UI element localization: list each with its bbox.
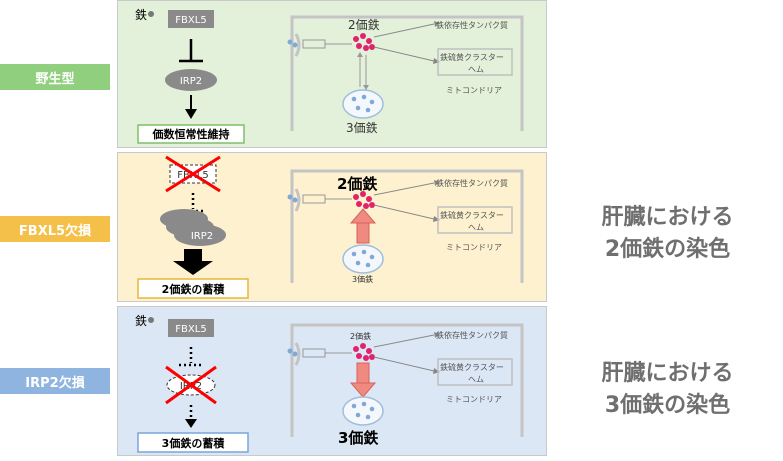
- red-down-arrow-head: [349, 382, 377, 398]
- mitochondria-box: [437, 48, 513, 76]
- ferric-iron-dots: [351, 249, 375, 268]
- transporter-cup: [294, 33, 301, 57]
- label-irp2-deficient: IRP2欠損: [0, 368, 110, 394]
- arrow-head: [185, 109, 197, 119]
- label-wildtype: 野生型: [0, 64, 110, 90]
- red-up-arrow-head: [349, 208, 377, 224]
- caption-ferric-line1: 肝臓における: [601, 361, 734, 386]
- fbxl5-label: FBXL5: [175, 324, 206, 335]
- ferrous-iron-cluster: [353, 191, 375, 209]
- result-label: 価数恒常性維持: [152, 127, 230, 141]
- wildtype-diagram: 鉄 FBXL5 IRP2 価数恒常性維持 2価鉄: [135, 7, 524, 144]
- cell-outline: [290, 323, 524, 437]
- target-label-1: 鉄依存性タンパク質: [436, 178, 508, 188]
- fbxl5-box: [168, 319, 214, 337]
- irp2-stack: [174, 224, 226, 246]
- target-label-1: 鉄依存性タンパク質: [436, 330, 508, 340]
- target-label-2b: ヘム: [468, 65, 484, 74]
- big-arrow-head: [173, 261, 213, 275]
- result-box: [137, 124, 245, 144]
- ferric-label: 3価鉄: [346, 120, 378, 135]
- arrow-head: [185, 419, 197, 428]
- ferric-label-bold: 3価鉄: [338, 429, 378, 447]
- label-fbxl5-deficient: FBXL5欠損: [0, 216, 110, 242]
- cross-line-b: [165, 365, 217, 405]
- mitochondria-label: ミトコンドリア: [446, 243, 502, 252]
- caption-ferrous-line2: 2価鉄の染色: [604, 237, 731, 262]
- target-label-2a: 鉄硫黄クラスター: [440, 52, 504, 62]
- transporter-channel: [302, 39, 326, 49]
- irp2-label: IRP2: [180, 76, 202, 87]
- panel-fbxl5-deficient: FBXL5 IRP2 2価鉄の蓄積 2価鉄 鉄依存性タンパ: [117, 152, 547, 302]
- irp2-deficient-diagram: 鉄 FBXL5 IRP2 3価鉄の蓄積 2価鉄 鉄: [135, 313, 524, 453]
- panel-wildtype: 鉄 FBXL5 IRP2 価数恒常性維持 2価鉄: [117, 0, 547, 148]
- panel-irp2-deficient: 鉄 FBXL5 IRP2 3価鉄の蓄積 2価鉄 鉄: [117, 306, 547, 456]
- iron-dot: [148, 317, 154, 323]
- mitochondria-box: [437, 358, 513, 386]
- irp2-ellipse: [165, 69, 217, 91]
- ferrous-iron-cluster: [353, 33, 375, 51]
- ferric-store: [342, 396, 384, 426]
- target-label-2a: 鉄硫黄クラスター: [440, 362, 504, 372]
- result-box: [137, 278, 249, 299]
- target-label-2a: 鉄硫黄クラスター: [440, 210, 504, 220]
- transporter-channel: [302, 348, 326, 358]
- ferrous-label-small: 2価鉄: [350, 331, 371, 341]
- big-arrow-shaft: [184, 249, 202, 263]
- cell-outline: [290, 15, 524, 131]
- transporter-channel: [302, 194, 326, 204]
- ferric-store: [342, 244, 384, 274]
- target-label-2b: ヘム: [468, 375, 484, 384]
- ferric-iron-dots: [351, 401, 375, 420]
- mitochondria-label: ミトコンドリア: [446, 395, 502, 404]
- transporter-cup: [294, 188, 301, 212]
- ferric-label-small: 3価鉄: [352, 274, 373, 284]
- target-label-2b: ヘム: [468, 223, 484, 232]
- caption-ferrous-line1: 肝臓における: [601, 205, 734, 230]
- fbxl5-deficient-diagram: FBXL5 IRP2 2価鉄の蓄積 2価鉄 鉄依存性タンパ: [137, 155, 524, 299]
- irp2-label: IRP2: [191, 231, 213, 242]
- target-label-1: 鉄依存性タンパク質: [436, 20, 508, 30]
- red-down-arrow-shaft: [356, 362, 370, 386]
- caption-ferric-staining: 肝臓における 3価鉄の染色: [560, 358, 775, 422]
- mitochondria-box: [437, 206, 513, 234]
- cell-outline: [290, 169, 524, 283]
- fbxl5-box: [168, 10, 214, 28]
- ferrous-label: 2価鉄: [348, 17, 380, 32]
- ferrous-label-bold: 2価鉄: [337, 175, 377, 193]
- result-box: [137, 432, 249, 453]
- iron-dot: [148, 11, 154, 17]
- ferrous-iron-cluster: [353, 343, 375, 361]
- caption-ferric-line2: 3価鉄の染色: [604, 393, 731, 418]
- cross-line-b: [165, 155, 221, 193]
- result-label: 2価鉄の蓄積: [162, 282, 226, 296]
- result-label: 3価鉄の蓄積: [162, 436, 226, 450]
- transporter-cup: [294, 342, 301, 366]
- iron-label: 鉄: [135, 7, 147, 22]
- fbxl5-label: FBXL5: [175, 15, 206, 26]
- ferric-store: [342, 89, 384, 119]
- caption-ferrous-staining: 肝臓における 2価鉄の染色: [560, 202, 775, 266]
- iron-label: 鉄: [135, 313, 147, 328]
- mitochondria-label: ミトコンドリア: [446, 86, 502, 95]
- ferric-iron-dots: [351, 94, 375, 113]
- red-up-arrow-shaft: [356, 220, 370, 244]
